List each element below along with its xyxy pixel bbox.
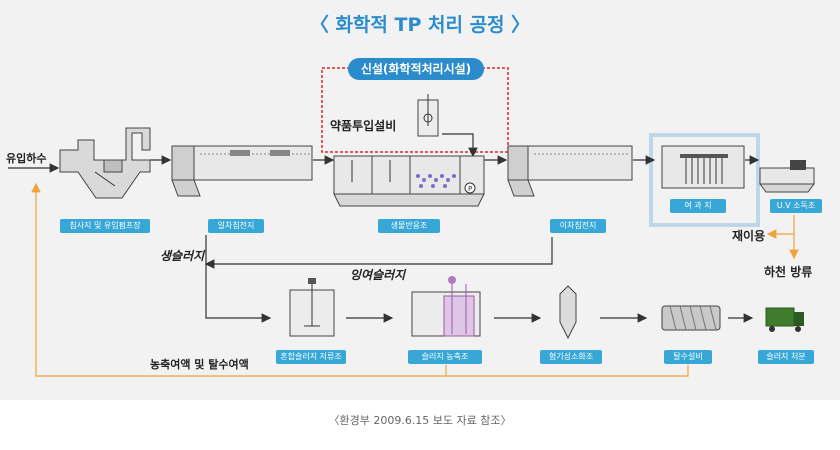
grit-chamber-icon (59, 127, 151, 199)
unit-label-digester: 혐기성소화조 (540, 350, 602, 364)
unit-label-mix-tank: 혼합슬러지 저류조 (276, 350, 346, 364)
raw-sludge-label: 생슬러지 (160, 249, 205, 263)
unit-label-secondary: 이차침전지 (550, 219, 606, 233)
raw-sludge-line (205, 235, 272, 323)
unit-label-dewatering: 탈수설비 (664, 350, 712, 364)
return-flow-line (31, 182, 689, 377)
new-facility-boundary (321, 67, 509, 153)
truck-icon (765, 307, 804, 332)
primary-clarifier-icon (171, 145, 313, 197)
excess-sludge-line (204, 237, 553, 269)
unit-label-bioreactor: 생물반응조 (378, 219, 440, 233)
unit-label-uv: U.V 소독조 (770, 199, 822, 213)
source-caption: 〈환경부 2009.6.15 보도 자료 참조〉 (328, 414, 512, 427)
filter-highlight-frame (649, 133, 760, 227)
unit-label-grit: 침사지 및 유입펌프장 (60, 219, 150, 233)
excess-sludge-label: 잉여슬러지 (350, 268, 406, 282)
unit-label-thickener: 슬러지 농축조 (408, 350, 482, 364)
discharge-label: 하천 방류 (764, 265, 813, 279)
thickener-icon (411, 276, 481, 337)
mix-tank-icon (289, 278, 335, 337)
chemical-feed-tank-icon (417, 94, 439, 137)
unit-label-primary: 일차침전지 (208, 219, 264, 233)
svg-text:P: P (468, 185, 472, 193)
return-flow-label: 농축여액 및 탈수여액 (150, 358, 249, 371)
reuse-label: 재이용 (732, 229, 766, 243)
filter-icon (661, 145, 745, 189)
bioreactor-icon: P (333, 155, 485, 207)
chemical-feed-label: 약품투입설비 (330, 119, 397, 133)
uv-tank-icon (759, 160, 815, 193)
diagram-title: 〈 화학적 TP 처리 공정 〉 (309, 14, 531, 36)
new-facility-label: 신설(화학적처리시설) (348, 58, 484, 80)
unit-label-filter: 여 과 지 (670, 199, 726, 213)
process-flow-diagram: P (8, 67, 815, 377)
inflow-label: 유입하수 (6, 152, 47, 165)
chemical-feed-arrow (442, 133, 478, 158)
secondary-clarifier-icon (507, 145, 633, 197)
digester-icon (559, 285, 577, 340)
unit-label-disposal: 슬러지 처분 (758, 350, 814, 364)
dewatering-icon (661, 305, 721, 331)
